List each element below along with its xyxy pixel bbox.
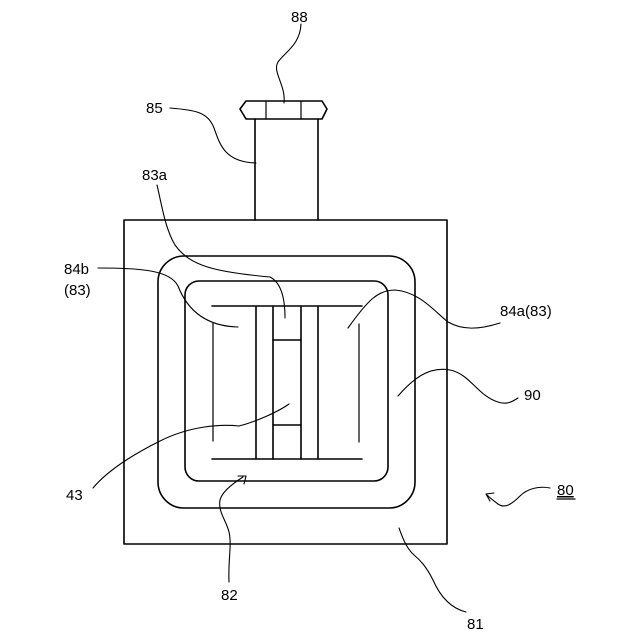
leader-85 [170,108,256,163]
nut-part [240,101,327,119]
leader-84b [98,268,238,327]
label-43: 43 [66,487,83,504]
label-84b-sub: (83) [64,282,91,299]
label-82: 82 [221,587,238,604]
label-84a: 84a(83) [500,303,552,320]
label-90: 90 [524,387,541,404]
label-81: 81 [467,616,484,633]
label-84b: 84b [64,261,89,278]
leader-43 [93,404,289,488]
leader-83a [157,185,285,318]
leader-81 [399,528,466,612]
leader-84a [348,290,500,328]
leader-80 [487,487,550,506]
label-85: 85 [146,100,163,117]
label-80: 80 [557,482,574,499]
leader-82 [220,477,243,582]
outer-case [124,220,447,544]
label-83a: 83a [142,167,168,184]
seal-ring-outer [158,256,415,508]
seal-ring-inner [185,281,388,481]
leader-90 [398,369,518,403]
leader-88 [276,24,301,103]
label-88: 88 [291,9,308,26]
